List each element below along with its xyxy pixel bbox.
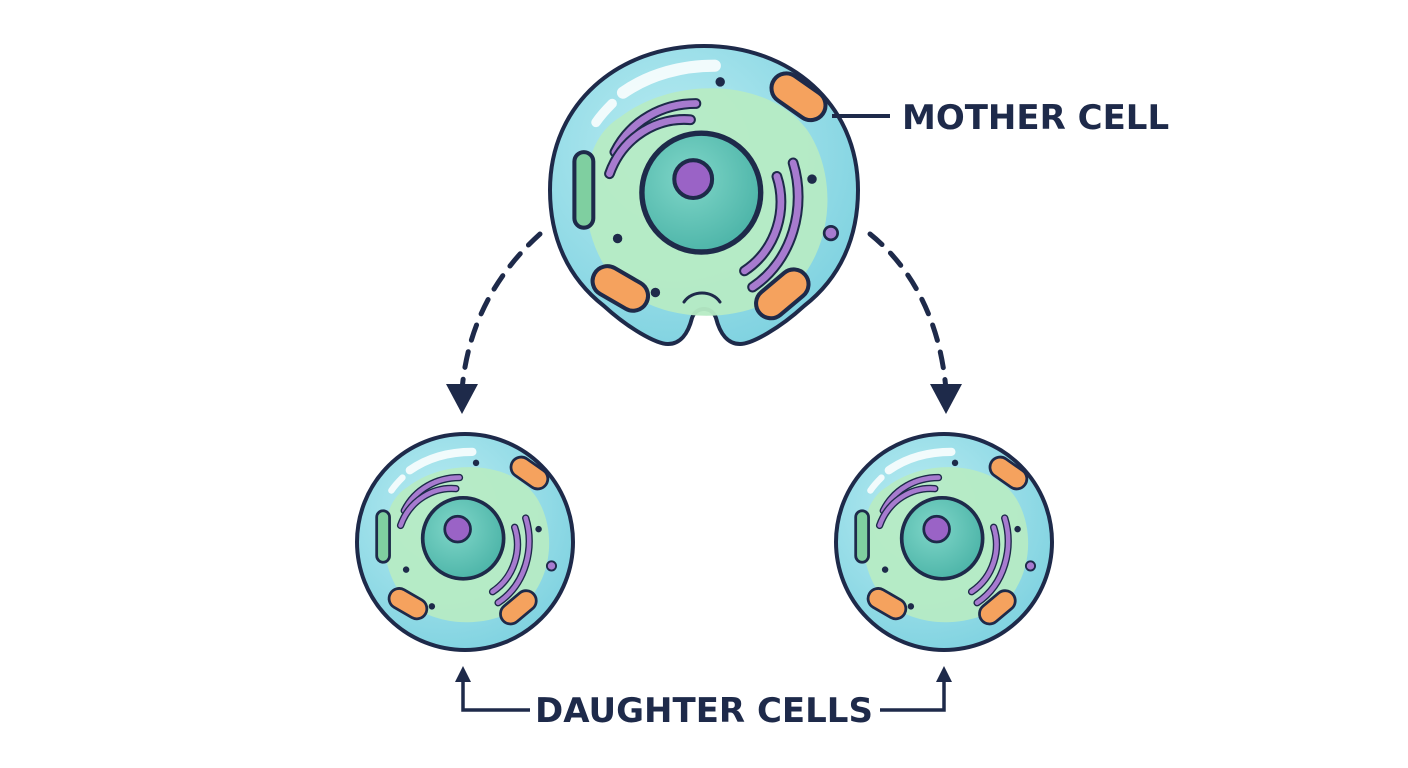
daughter-bracket-left: [461, 678, 530, 712]
mother-cell-label-group: MOTHER CELL: [832, 98, 1169, 138]
daughter-cells-label-group: DAUGHTER CELLS: [455, 666, 952, 731]
arrowhead-right: [930, 384, 962, 414]
daughter-cells-label: DAUGHTER CELLS: [535, 691, 873, 731]
dividing-cell-icon: [547, 43, 861, 347]
dashed-arrow-right: [867, 231, 949, 393]
daughter-cell-left: [355, 432, 575, 652]
cell-icon: [355, 432, 575, 652]
daughter-bracket-left-arrowhead: [455, 666, 471, 682]
daughter-bracket-right-arrowhead: [936, 666, 952, 682]
cell-icon: [834, 432, 1054, 652]
arrowhead-left: [446, 384, 478, 414]
daughter-bracket-right: [880, 678, 946, 712]
mother-cell-label: MOTHER CELL: [902, 98, 1169, 138]
division-arrows: [446, 231, 962, 414]
daughter-cell-right: [834, 432, 1054, 652]
dashed-arrow-left: [459, 231, 543, 393]
mother-cell: [547, 43, 861, 347]
